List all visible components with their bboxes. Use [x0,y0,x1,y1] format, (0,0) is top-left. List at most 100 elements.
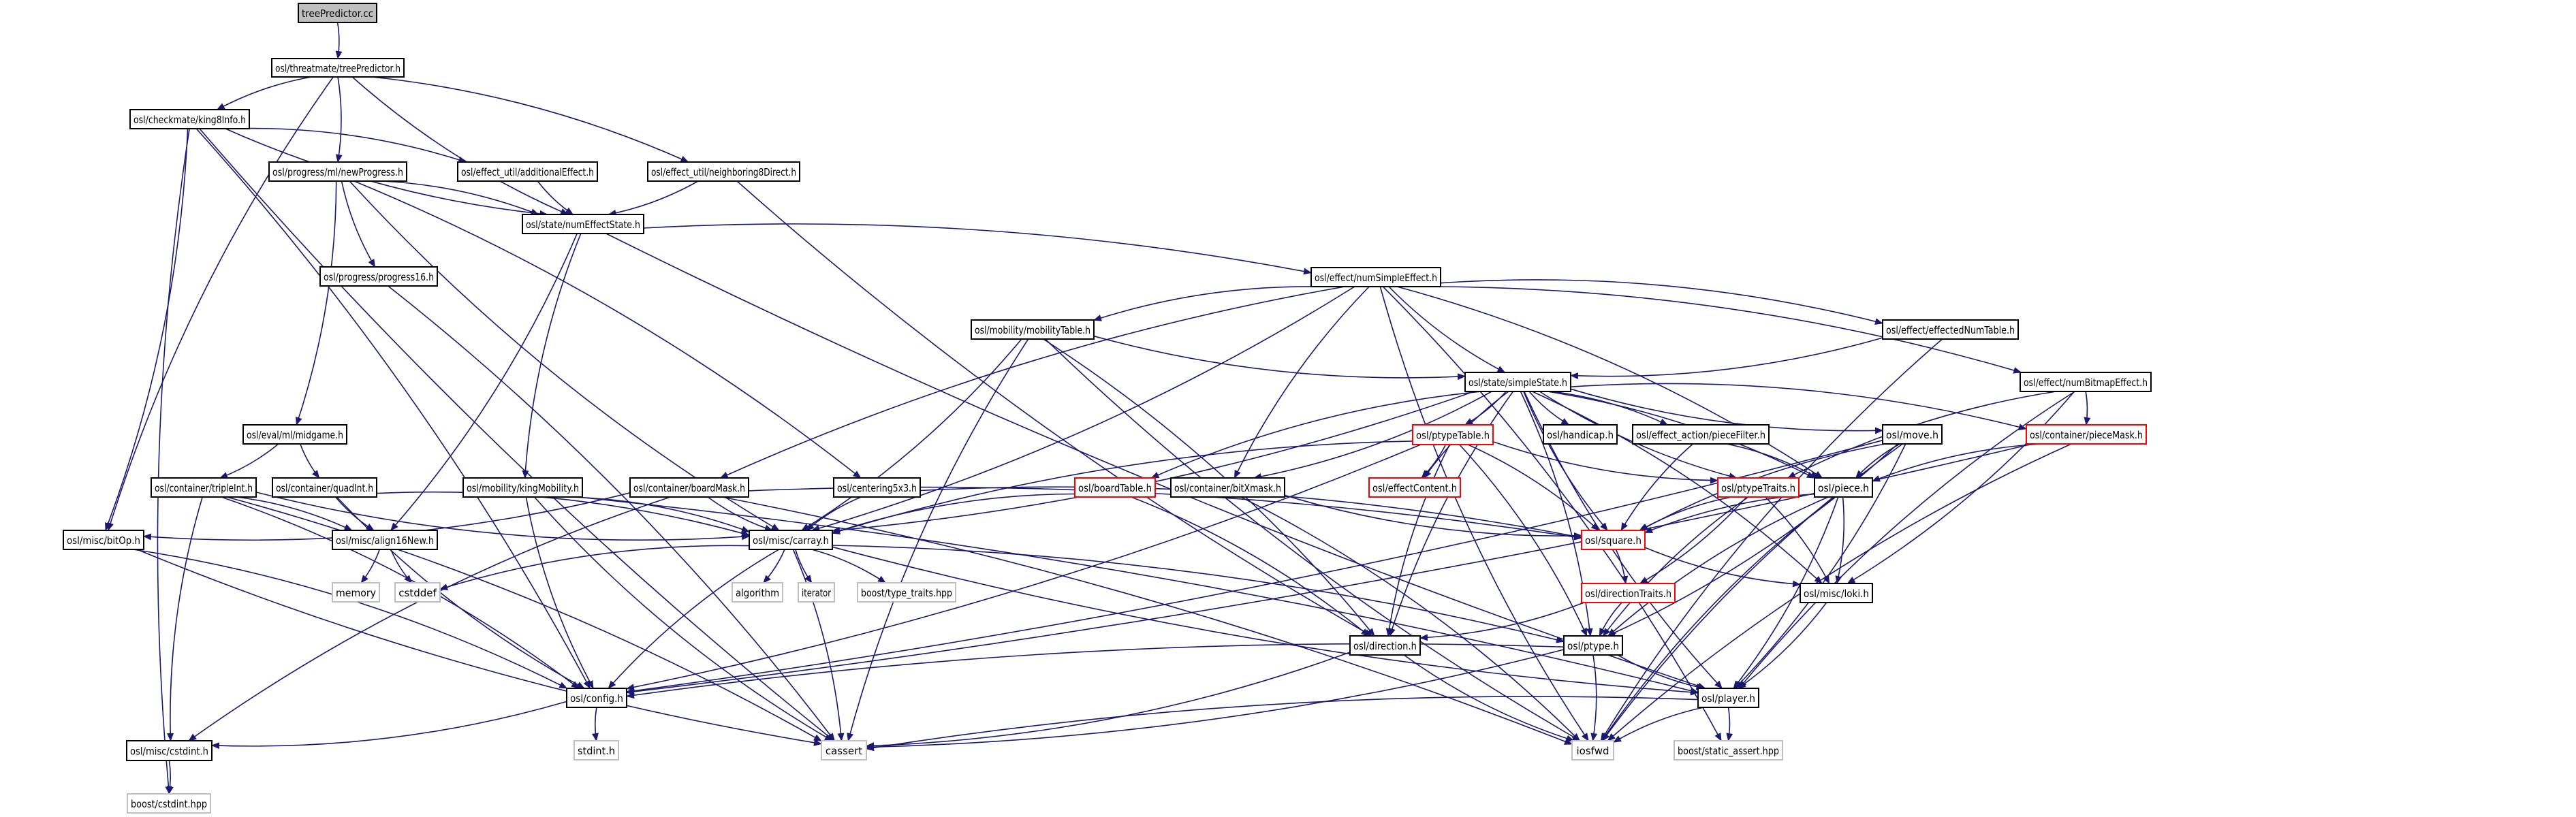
node-box [833,477,921,498]
edge-treePredictorH-to-newProgress [335,76,343,163]
node-label: osl/mobility/mobilityTable.h [975,324,1090,336]
node-label: osl/misc/loki.h [1804,588,1869,600]
edge-boardTable-to-direction [1131,496,1370,637]
graph-node-pieceMask[interactable]: osl/container/pieceMask.h [2026,424,2147,445]
edge-numSimpleEffect-to-staticAssert [1382,286,1722,741]
graph-node-numBitmapEffect[interactable]: osl/effect/numBitmapEffect.h [2020,372,2152,392]
node-label: osl/container/bitXmask.h [1174,482,1281,494]
graph-node-progress16[interactable]: osl/progress/progress16.h [319,266,438,287]
node-label: osl/container/tripleInt.h [155,482,253,494]
node-label: osl/container/pieceMask.h [2030,429,2143,441]
node-box [1882,319,2019,340]
edge-progress16-to-cassert [388,285,835,741]
graph-node-config[interactable]: osl/config.h [566,688,627,708]
node-label: cassert [826,745,862,757]
graph-node-centering5x3[interactable]: osl/centering5x3.h [833,477,921,498]
graph-node-piece[interactable]: osl/piece.h [1814,477,1873,498]
node-label: cstddef [398,587,437,599]
graph-node-ptypeTraits[interactable]: osl/ptypeTraits.h [1717,477,1800,498]
node-label: osl/ptypeTraits.h [1721,482,1795,494]
graph-node-newProgress[interactable]: osl/progress/ml/newProgress.h [268,161,407,182]
edge-carray-to-cassert [792,549,845,741]
graph-node-ptype[interactable]: osl/ptype.h [1563,635,1623,656]
edge-numEffectState-to-numSimpleEffect [643,223,1312,275]
graph-node-tripleInt[interactable]: osl/container/tripleInt.h [151,477,257,498]
edge-simpleState-to-ptypeTable [1464,391,1507,426]
graph-node-quadInt[interactable]: osl/container/quadInt.h [272,477,377,498]
nodes-layer: treePredictor.ccosl/threatmate/treePredi… [63,3,2152,814]
graph-node-numSimpleEffect[interactable]: osl/effect/numSimpleEffect.h [1310,267,1441,287]
graph-node-boardMask[interactable]: osl/container/boardMask.h [629,477,749,498]
node-box [2020,372,2152,392]
edge-king8Info-to-config [195,128,591,689]
graph-node-square[interactable]: osl/square.h [1581,530,1646,550]
graph-node-additionalEffect[interactable]: osl/effect_util/additionalEffect.h [457,161,598,182]
graph-node-numEffectState[interactable]: osl/state/numEffectState.h [522,214,644,234]
graph-node-memory: memory [332,582,380,603]
graph-node-handicap[interactable]: osl/handicap.h [1543,424,1618,445]
graph-node-boardTable[interactable]: osl/boardTable.h [1074,477,1156,498]
edge-carray-to-config [608,549,780,689]
node-label: stdint.h [578,745,615,757]
graph-node-neighboring8Direct[interactable]: osl/effect_util/neighboring8Direct.h [647,161,800,182]
node-box [1310,267,1441,287]
node-label: osl/misc/align16New.h [336,534,434,547]
edge-newProgress-to-midgame [296,180,337,426]
node-box [1882,424,1943,445]
edge-kingMobility-to-config [525,496,594,689]
graph-node-effectedNumTable[interactable]: osl/effect/effectedNumTable.h [1882,319,2019,340]
edge-ptypeTable-to-direction [1385,444,1451,637]
graph-node-player[interactable]: osl/player.h [1697,688,1759,708]
node-label: osl/checkmate/king8Info.h [133,114,246,126]
graph-node-pieceFilter[interactable]: osl/effect_action/pieceFilter.h [1632,424,1770,445]
graph-node-bitOp[interactable]: osl/misc/bitOp.h [63,530,144,550]
node-box [857,582,956,603]
graph-node-effectContent[interactable]: osl/effectContent.h [1368,477,1461,498]
node-label: iosfwd [1577,745,1609,757]
node-box [1412,424,1494,445]
graph-node-miscCstdint[interactable]: osl/misc/cstdint.h [126,740,213,761]
node-box [1581,583,1676,603]
edge-kingMobility-to-cassert [534,496,833,741]
node-label: osl/container/boardMask.h [633,482,745,494]
edge-king8Info-to-boostCstdint [157,128,190,795]
graph-node-ptypeTable[interactable]: osl/ptypeTable.h [1412,424,1494,445]
edge-bitOp-to-config [133,549,568,689]
node-label: memory [336,587,376,599]
node-box [126,740,213,761]
edge-numSimpleEffect-to-bitXmask [1234,286,1370,479]
node-label: osl/centering5x3.h [837,482,917,494]
graph-node-cassert: cassert [821,740,867,760]
graph-node-align16New[interactable]: osl/misc/align16New.h [332,530,438,550]
node-label: boost/static_assert.hpp [1678,745,1779,758]
node-label: osl/effectContent.h [1372,482,1457,494]
graph-node-simpleState[interactable]: osl/state/simpleState.h [1464,372,1571,392]
edge-simpleState-to-direction [1389,391,1514,637]
edge-player-to-iosfwd [1613,707,1704,743]
edge-neighboring8Direct-to-direction [736,180,1372,637]
node-label: osl/misc/bitOp.h [67,534,140,547]
graph-node-bitXmask[interactable]: osl/container/bitXmask.h [1170,477,1285,498]
edge-carray-to-player [832,546,1699,696]
node-label: osl/container/quadInt.h [276,482,373,494]
graph-node-mobilityTable[interactable]: osl/mobility/mobilityTable.h [971,319,1095,340]
graph-node-kingMobility[interactable]: osl/mobility/kingMobility.h [462,477,583,498]
graph-node-loki[interactable]: osl/misc/loki.h [1800,583,1873,603]
node-box [2026,424,2147,445]
graph-node-move[interactable]: osl/move.h [1882,424,1943,445]
edge-player-to-cassert [866,696,1699,752]
edge-ptypeTable-to-effectContent [1421,444,1447,479]
graph-node-carray[interactable]: osl/misc/carray.h [749,530,833,550]
node-box [1674,740,1783,760]
edge-kingMobility-to-player [577,496,1699,694]
graph-node-directionTraits[interactable]: osl/directionTraits.h [1581,583,1676,603]
graph-node-direction[interactable]: osl/direction.h [1349,635,1421,656]
graph-node-midgame[interactable]: osl/eval/ml/midgame.h [242,424,347,445]
node-box [1697,688,1759,708]
node-label: osl/directionTraits.h [1585,588,1671,600]
edge-effectedNumTable-to-simpleState [1570,337,1883,380]
graph-node-king8Info[interactable]: osl/checkmate/king8Info.h [129,109,250,129]
graph-node-iosfwd: iosfwd [1571,740,1614,760]
graph-node-treePredictorH[interactable]: osl/threatmate/treePredictor.h [271,58,405,78]
edge-quadInt-to-carray [376,491,750,536]
